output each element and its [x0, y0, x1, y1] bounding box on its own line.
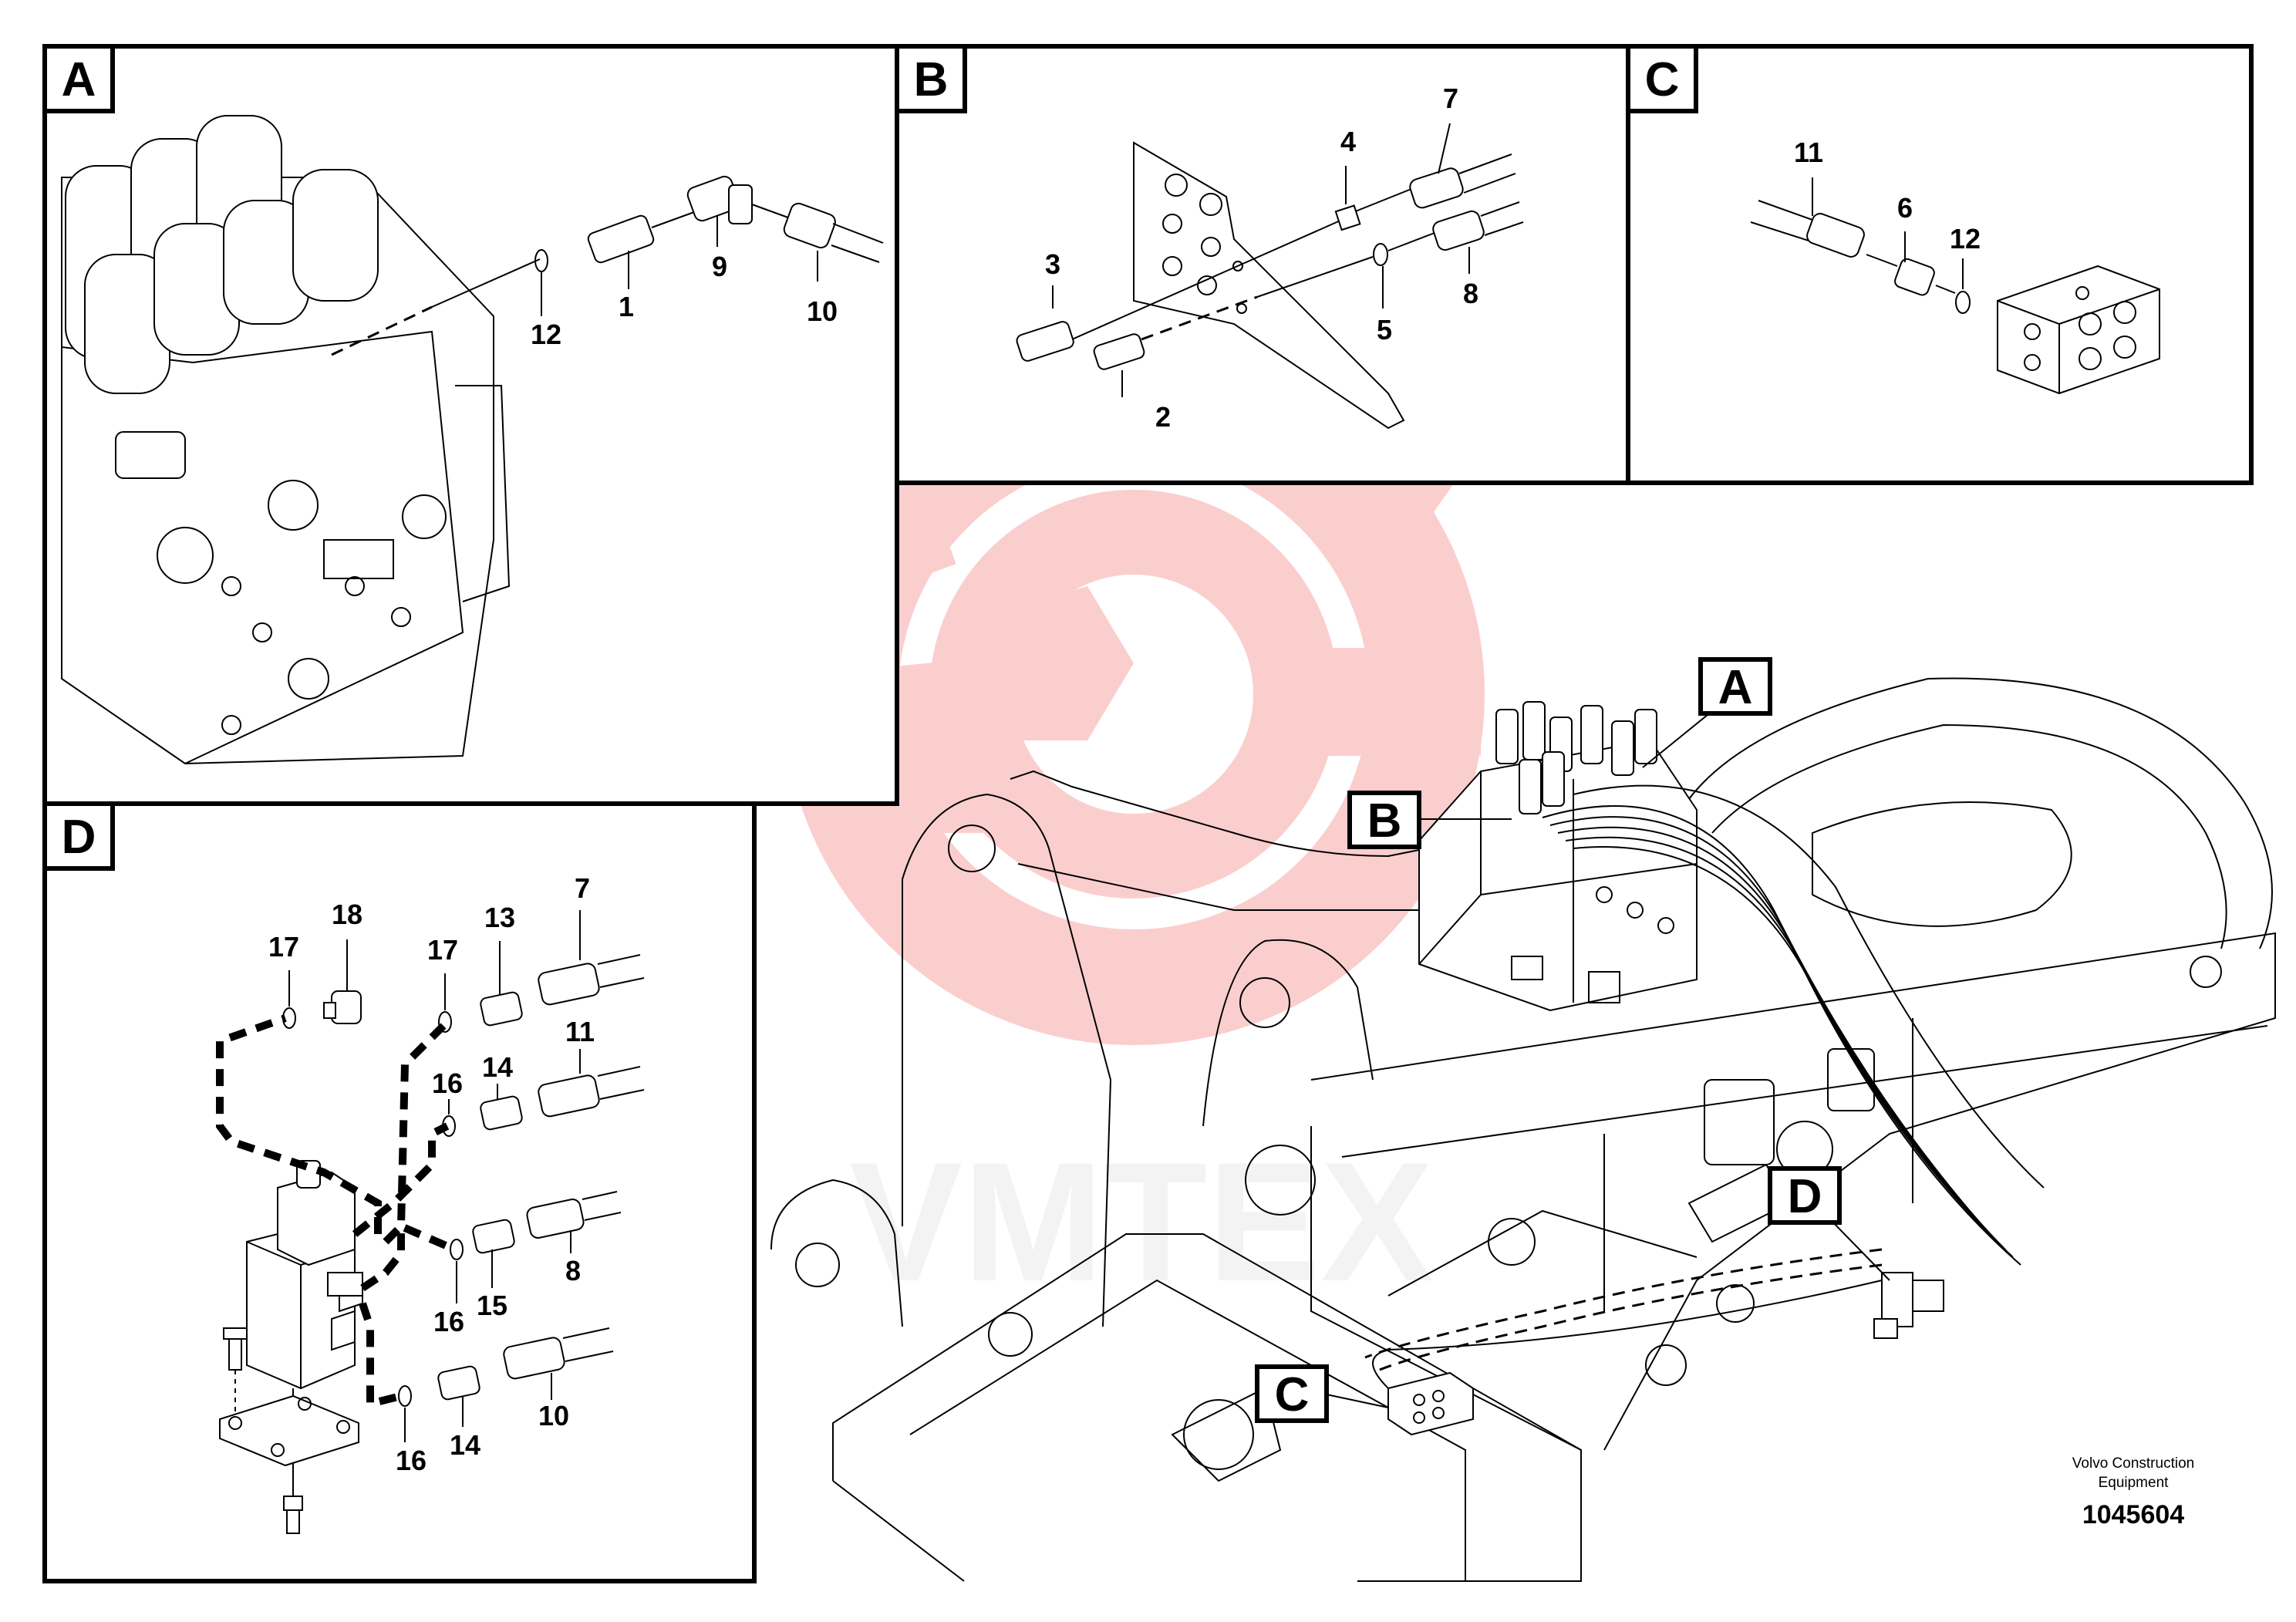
- panel-d-callout-16b: 16: [433, 1306, 464, 1337]
- panel-b-callout-8: 8: [1463, 278, 1478, 309]
- hose-end-10-d: [503, 1327, 614, 1380]
- hose-end-8-d: [526, 1191, 622, 1239]
- panel-d-callout-17a: 17: [268, 931, 299, 963]
- panel-d-callout-15: 15: [477, 1290, 507, 1321]
- panel-a-callout-10: 10: [807, 295, 838, 327]
- washer-5: [1373, 243, 1388, 266]
- panel-d-callout-14b: 14: [450, 1429, 480, 1461]
- panel-b-callout-3: 3: [1045, 248, 1060, 280]
- panel-a-tag: A: [62, 53, 96, 106]
- solenoid-valve-d: [1873, 1272, 1944, 1339]
- o-ring-16c: [398, 1385, 412, 1407]
- hose-end-11-d: [538, 1066, 645, 1118]
- detail-panel-c: C 11 6 12: [1626, 44, 2254, 485]
- main-tag-a-text: A: [1718, 661, 1753, 714]
- mounting-bracket: [1133, 141, 1405, 430]
- panel-d-callout-8: 8: [565, 1255, 581, 1286]
- panel-b-callout-4: 4: [1340, 126, 1356, 157]
- main-assembly-view: A B C D: [770, 657, 2276, 1582]
- hose-end-8: [1432, 201, 1524, 251]
- plug-18: [323, 990, 362, 1024]
- port-block: [1997, 265, 2160, 395]
- panel-d-callout-11: 11: [565, 1016, 595, 1047]
- panel-d-callout-16c: 16: [396, 1445, 426, 1476]
- detail-panel-b: B: [895, 44, 1630, 485]
- main-tag-b[interactable]: B: [1347, 791, 1421, 849]
- panel-a-callout-12: 12: [531, 319, 561, 350]
- panel-d-callout-13: 13: [484, 902, 515, 933]
- panel-c-callout-6: 6: [1897, 192, 1913, 224]
- company-name-line2: Equipment: [2099, 1475, 2170, 1491]
- o-ring-16a: [442, 1115, 456, 1137]
- adapter-14b: [437, 1365, 480, 1401]
- detail-panel-a: A: [42, 44, 899, 806]
- company-name-line1: Volvo Construction: [2072, 1455, 2194, 1472]
- fitting-3: [1016, 321, 1074, 362]
- detail-panel-d: D: [42, 801, 757, 1583]
- mount-plate: [219, 1394, 359, 1467]
- main-control-valve: [61, 115, 511, 765]
- adapter-15: [472, 1219, 515, 1254]
- adapter-1: [587, 211, 695, 264]
- hose-end-7: [1409, 153, 1516, 209]
- fitting-2: [1093, 333, 1145, 370]
- panel-d-callout-18: 18: [332, 899, 362, 930]
- adapter-14a: [480, 1095, 523, 1131]
- hose-end-7-d: [538, 954, 645, 1006]
- main-tag-a[interactable]: A: [1698, 657, 1772, 716]
- main-tag-b-text: B: [1367, 794, 1402, 848]
- o-ring-17a: [282, 1007, 296, 1029]
- main-tag-d-text: D: [1788, 1170, 1822, 1223]
- panel-d-callout-7: 7: [575, 872, 590, 904]
- mount-bolt-bottom: [283, 1465, 303, 1534]
- panel-b-callout-7: 7: [1443, 83, 1458, 114]
- panel-c-callout-12: 12: [1950, 223, 1981, 255]
- main-tag-c-text: C: [1275, 1368, 1310, 1421]
- panel-d-callout-17b: 17: [427, 934, 458, 966]
- panel-b-callout-2: 2: [1155, 401, 1171, 433]
- panel-c-callout-11: 11: [1794, 137, 1823, 168]
- watermark-text: VMTEX: [849, 1127, 1434, 1317]
- control-valve-assembly: [1418, 701, 1698, 1012]
- panel-c-tag: C: [1645, 53, 1680, 106]
- panel-d-callout-14a: 14: [482, 1051, 513, 1083]
- panel-d-tag: D: [62, 811, 96, 864]
- panel-b-tag: B: [914, 53, 949, 106]
- adapter-6: [1894, 258, 1935, 296]
- drawing-number: 1045604: [2082, 1500, 2184, 1529]
- o-ring-16b: [450, 1239, 464, 1260]
- drawing-footer: Volvo Construction Equipment 1045604: [2072, 1455, 2194, 1529]
- panel-a-callout-9: 9: [712, 251, 727, 282]
- mount-bolt-top: [223, 1327, 248, 1435]
- panel-b-callout-5: 5: [1377, 314, 1392, 346]
- hose-end-11: [1750, 200, 1865, 258]
- hose-end-10: [783, 202, 884, 263]
- main-tag-d[interactable]: D: [1768, 1166, 1842, 1225]
- panel-d-callout-10: 10: [538, 1400, 569, 1431]
- o-ring-12: [1955, 291, 1971, 314]
- o-ring-17b: [438, 1011, 452, 1033]
- panel-d-callout-16a: 16: [432, 1067, 463, 1099]
- distribution-block-c: [1387, 1371, 1474, 1436]
- adapter-13: [480, 991, 523, 1027]
- main-tag-c[interactable]: C: [1255, 1364, 1329, 1423]
- elbow-9: [686, 175, 795, 224]
- nut-4: [1334, 204, 1361, 231]
- panel-a-callout-1: 1: [619, 291, 634, 322]
